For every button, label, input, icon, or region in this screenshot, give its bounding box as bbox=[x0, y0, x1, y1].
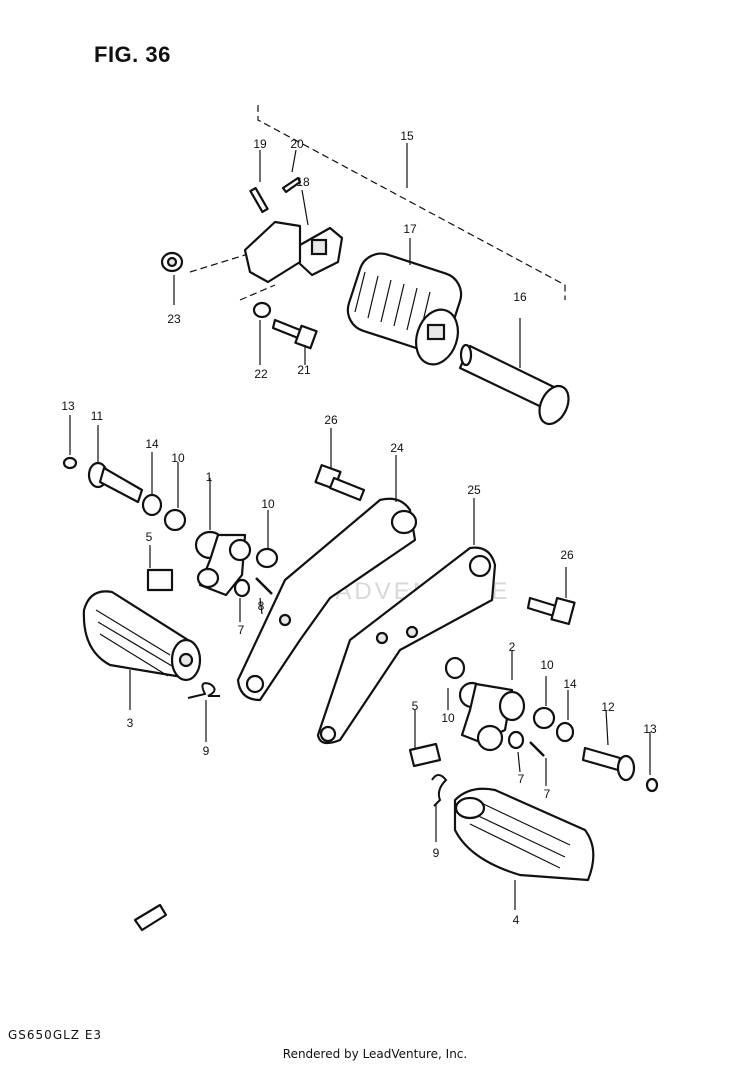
part-7-cotter-right bbox=[529, 741, 545, 757]
callout-25: 25 bbox=[467, 483, 481, 497]
part-12-bolt bbox=[581, 746, 636, 782]
part-7-cotter-left bbox=[255, 577, 273, 595]
callout-17: 17 bbox=[403, 222, 417, 236]
assembly-bracket-15 bbox=[257, 105, 566, 300]
callout-19: 19 bbox=[253, 137, 267, 151]
part-14-washer bbox=[141, 493, 163, 517]
callout-23: 23 bbox=[167, 312, 181, 326]
part-5-pin-left bbox=[146, 568, 174, 592]
callout-10c: 10 bbox=[540, 658, 554, 672]
callout-13: 13 bbox=[61, 399, 75, 413]
part-2-bracket bbox=[444, 656, 526, 752]
callout-6b: 7 bbox=[518, 772, 525, 786]
callout-14: 14 bbox=[145, 437, 159, 451]
part-1-bracket bbox=[194, 530, 252, 597]
part-3-left-footrest bbox=[82, 590, 202, 682]
callout-18: 18 bbox=[296, 175, 310, 189]
callout-5b: 5 bbox=[412, 699, 419, 713]
part-21-bolt bbox=[271, 318, 302, 340]
callout-7b: 7 bbox=[544, 787, 551, 801]
model-code: GS650GLZ E3 bbox=[8, 1028, 103, 1042]
callout-7: 8 bbox=[258, 599, 265, 613]
callout-10b: 10 bbox=[261, 497, 275, 511]
callout-11: 11 bbox=[91, 409, 104, 423]
callout-26: 26 bbox=[324, 413, 338, 427]
callout-15: 15 bbox=[400, 129, 414, 143]
part-14-washer-r bbox=[555, 721, 575, 743]
part-24-bracket bbox=[236, 497, 417, 702]
part-25-bracket bbox=[316, 546, 497, 745]
callout-26b: 26 bbox=[560, 548, 574, 562]
hinge-bracket bbox=[243, 220, 302, 284]
callout-4: 4 bbox=[513, 913, 520, 927]
callout-13b: 13 bbox=[643, 722, 657, 736]
callout-6: 7 bbox=[238, 623, 245, 637]
part-19-pin bbox=[249, 187, 269, 213]
part-26-bolt-upper bbox=[314, 464, 366, 502]
part-20-clip bbox=[281, 176, 302, 194]
part-26-bolt-right bbox=[526, 596, 576, 626]
callout-1: 1 bbox=[206, 470, 213, 484]
callout-2: 2 bbox=[509, 640, 516, 654]
part-10-bushing-right bbox=[255, 547, 279, 569]
part-9-spring bbox=[431, 774, 448, 807]
footer-credit: Rendered by LeadVenture, Inc. bbox=[282, 1047, 468, 1061]
callout-5: 5 bbox=[146, 530, 153, 544]
figure-title: FIG. 36 bbox=[94, 42, 171, 67]
callout-24: 24 bbox=[390, 441, 404, 455]
part-4-right-footrest bbox=[453, 787, 595, 882]
callout-10d: 10 bbox=[441, 711, 455, 725]
callout-8: 9 bbox=[203, 744, 210, 758]
part-6-washer-right bbox=[507, 730, 525, 750]
part-13-clip-r bbox=[645, 777, 659, 793]
part-17-rear-footrest bbox=[346, 252, 463, 366]
callout-21: 21 bbox=[297, 363, 311, 377]
callout-10: 10 bbox=[171, 451, 185, 465]
callout-14b: 14 bbox=[563, 677, 577, 691]
callout-22: 22 bbox=[254, 367, 268, 381]
part-6-washer-left bbox=[233, 578, 251, 598]
callout-9: 9 bbox=[433, 846, 440, 860]
front-arrow-icon bbox=[133, 903, 168, 932]
part-13-clip bbox=[62, 456, 78, 470]
part-10-bushing-r1 bbox=[532, 706, 556, 730]
callout-3: 3 bbox=[127, 716, 134, 730]
part-22-washer bbox=[252, 301, 272, 319]
callout-12: 12 bbox=[601, 700, 615, 714]
part-11-bolt bbox=[87, 461, 144, 504]
part-10-bushing bbox=[163, 508, 187, 532]
part-5-pin-right bbox=[408, 742, 442, 768]
callout-20: 20 bbox=[290, 137, 304, 151]
part-8-spring bbox=[187, 682, 220, 699]
callout-16: 16 bbox=[513, 290, 527, 304]
